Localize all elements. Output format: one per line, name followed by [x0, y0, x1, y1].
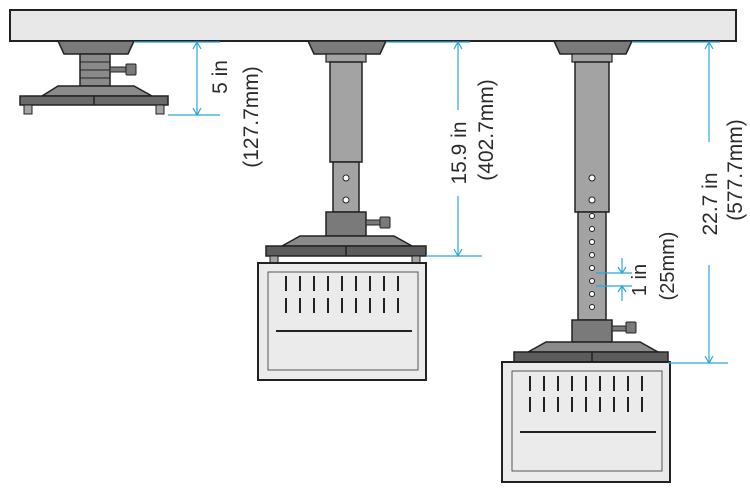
- dimension-hole-spacing-metric: (25mm): [657, 232, 679, 301]
- projector-icon: [257, 262, 427, 381]
- dimension-short: 5 in (127.7mm): [134, 40, 263, 168]
- ceiling-slab: [9, 9, 737, 42]
- dimension-long: 22.7 in (577.7mm): [632, 40, 747, 365]
- dimension-long-imperial: 22.7 in: [699, 172, 722, 235]
- dimension-long-metric: (577.7mm): [724, 119, 747, 221]
- projector-icon: [501, 361, 671, 483]
- dimension-hole-spacing-imperial: 1 in: [629, 264, 651, 296]
- dimension-medium-metric: (402.7mm): [475, 79, 498, 181]
- dimension-hole-spacing: 1 in (25mm): [596, 232, 679, 301]
- dimension-short-imperial: 5 in: [209, 60, 232, 94]
- ceiling-mount-long: [513, 40, 669, 369]
- dimension-medium: 15.9 in (402.7mm): [386, 40, 498, 258]
- dimension-short-metric: (127.7mm): [240, 66, 263, 168]
- ceiling-mount-short: [19, 40, 169, 115]
- dimension-medium-imperial: 15.9 in: [448, 121, 471, 184]
- ceiling-mount-medium: [265, 40, 427, 264]
